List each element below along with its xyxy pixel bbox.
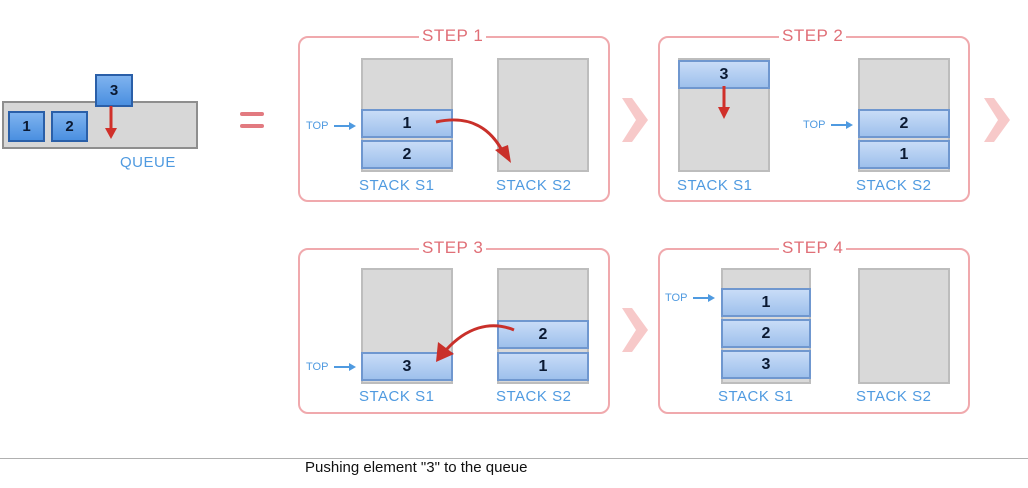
push-arrow-icon (718, 86, 730, 119)
stack-cell: 1 (361, 109, 453, 138)
stack-s1-label: STACK S1 (718, 388, 794, 405)
next-step-chevron-icon (622, 308, 648, 352)
step-1-stack-s2 (497, 58, 589, 172)
step-1-title: STEP 1 (419, 27, 487, 45)
step-4-title: STEP 4 (779, 239, 847, 257)
top-arrow-icon (334, 122, 356, 130)
stack-s1-label: STACK S1 (677, 177, 753, 194)
top-pointer-label: TOP (306, 361, 329, 373)
queue-incoming-item: 3 (95, 74, 133, 107)
top-pointer-label: TOP (665, 292, 688, 304)
next-step-chevron-icon (622, 98, 648, 142)
queue-label: QUEUE (120, 154, 176, 171)
top-pointer-label: TOP (803, 119, 826, 131)
stack-s1-label: STACK S1 (359, 177, 435, 194)
top-arrow-icon (693, 294, 715, 302)
stack-cell: 1 (497, 352, 589, 381)
step-4-stack-s2 (858, 268, 950, 384)
equals-sign (240, 112, 264, 128)
stack-s2-label: STACK S2 (856, 388, 932, 405)
stack-cell: 1 (721, 288, 811, 317)
stack-s2-label: STACK S2 (496, 388, 572, 405)
stack-cell: 3 (721, 350, 811, 379)
step-3-title: STEP 3 (419, 239, 487, 257)
move-arrow-icon (435, 118, 511, 163)
stack-s1-label: STACK S1 (359, 388, 435, 405)
top-pointer-label: TOP (306, 120, 329, 132)
queue-push-arrow (105, 106, 117, 139)
figure-caption: Pushing element "3" to the queue (305, 459, 528, 476)
top-arrow-icon (831, 121, 853, 129)
stack-cell: 2 (858, 109, 950, 138)
bottom-divider (0, 458, 1028, 459)
step-2-title: STEP 2 (779, 27, 847, 45)
top-arrow-icon (334, 363, 356, 371)
stack-cell: 2 (721, 319, 811, 348)
stack-cell: 1 (858, 140, 950, 169)
queue-item: 2 (51, 111, 88, 142)
move-arrow-icon (436, 324, 515, 362)
stack-s2-label: STACK S2 (856, 177, 932, 194)
stack-s2-label: STACK S2 (496, 177, 572, 194)
stack-cell: 2 (361, 140, 453, 169)
stack-cell: 3 (361, 352, 453, 381)
stack-cell: 3 (678, 60, 770, 89)
next-step-chevron-icon (984, 98, 1010, 142)
queue-item: 1 (8, 111, 45, 142)
stack-cell: 2 (497, 320, 589, 349)
